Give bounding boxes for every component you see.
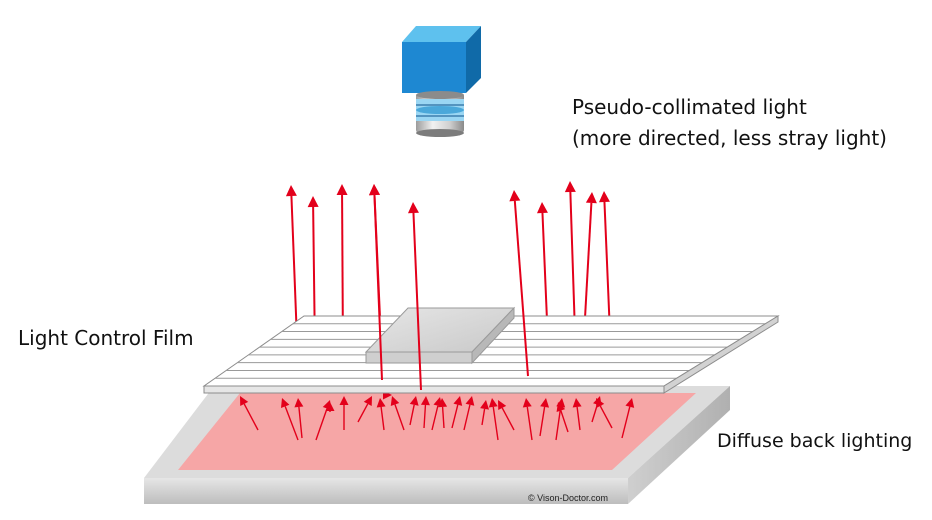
backlight-surface [178, 393, 696, 470]
light-ray-arrow [280, 398, 299, 441]
light-ray-arrow [294, 398, 304, 439]
light-ray-arrow [584, 192, 597, 319]
camera-lens-top-rim [416, 91, 464, 99]
light-ray-arrow [522, 398, 533, 441]
backlight-side [628, 386, 730, 504]
light-ray-arrow [325, 402, 335, 412]
light-ray-arrow [498, 400, 515, 431]
camera-body-side [466, 26, 481, 93]
backlight-label: Diffuse back lighting [717, 430, 913, 452]
light-ray-arrow [598, 191, 611, 335]
backlight-front [144, 478, 628, 504]
light-ray-arrow [438, 398, 448, 429]
light-ray-arrow [509, 190, 529, 377]
camera-lens-bottom [416, 129, 464, 137]
light-control-film [202, 315, 780, 394]
film-side-edge [663, 315, 779, 394]
copyright-label: © Vison-Doctor.com [528, 493, 608, 503]
light-ray-arrow [596, 398, 613, 429]
camera-body-top [402, 26, 481, 42]
light-ray-arrow [240, 396, 259, 431]
light-ray-arrow [409, 396, 419, 426]
film-front-edge [203, 385, 665, 394]
light-ray-arrow [420, 396, 430, 429]
collimated-rays-front [368, 184, 529, 391]
light-ray-arrow [390, 396, 405, 431]
light-ray-arrow [488, 398, 499, 441]
light-ray-arrow [556, 402, 569, 433]
diffuse-rays [240, 390, 635, 441]
collimated-light-label-line2: (more directed, less stray light) [572, 126, 887, 150]
light-ray-arrow [451, 396, 463, 429]
light-ray-arrow [376, 398, 386, 431]
collimated-light-label-line1: Pseudo-collimated light [572, 95, 807, 119]
light-ray-arrow [407, 202, 422, 391]
light-ray-arrow [539, 398, 550, 437]
object-side [471, 306, 515, 365]
light-ray-arrow [463, 396, 475, 431]
collimated-light-label: Pseudo-collimated light (more directed, … [572, 92, 887, 154]
light-ray-arrow [572, 398, 582, 431]
camera-lens-ring-edge [416, 106, 464, 114]
camera-body-front [402, 42, 466, 93]
backlight-panel [144, 386, 730, 504]
light-ray-arrow [357, 396, 372, 423]
light-ray-arrow [368, 184, 383, 381]
camera-icon [402, 26, 481, 137]
film-label: Light Control Film [18, 326, 194, 350]
light-ray-arrow [621, 398, 635, 439]
light-ray-arrow [480, 400, 490, 426]
light-ray-arrow [339, 396, 349, 430]
